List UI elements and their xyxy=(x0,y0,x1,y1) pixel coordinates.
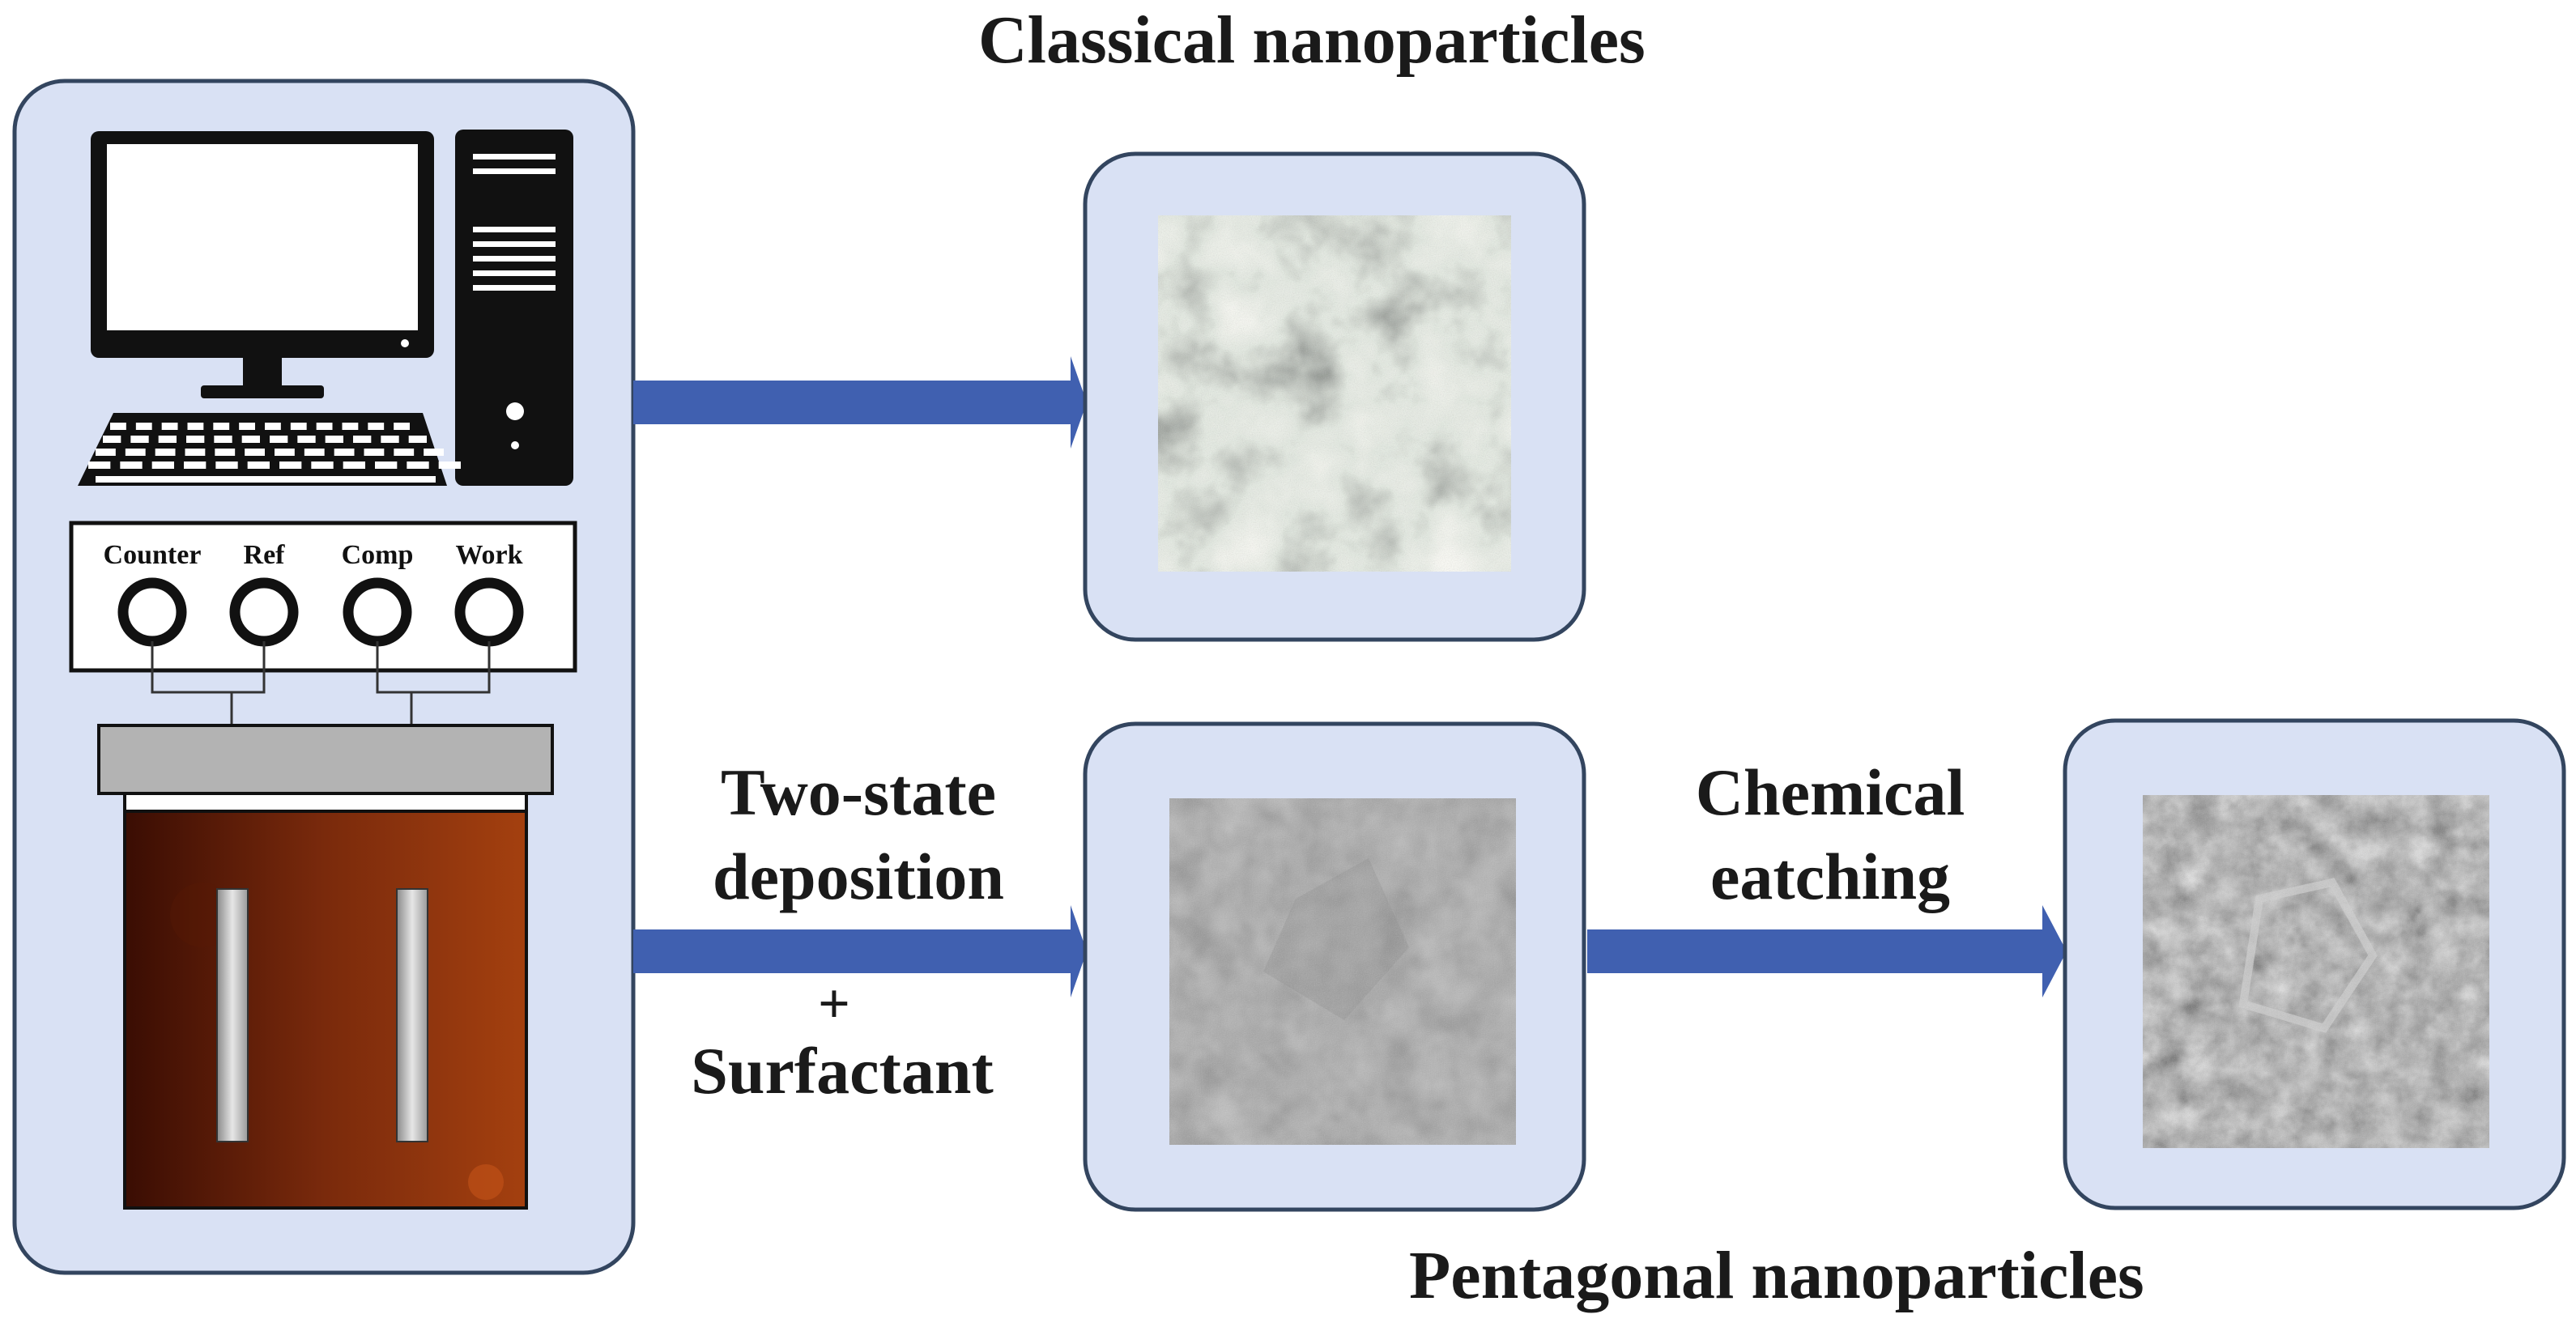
keyboard-key xyxy=(270,436,288,443)
keyboard-key xyxy=(325,436,343,443)
keyboard-key xyxy=(213,423,230,430)
terminal-label-comp: Comp xyxy=(342,540,414,570)
keyboard-key xyxy=(394,449,415,456)
keyboard-key xyxy=(364,449,385,456)
monitor-icon xyxy=(91,131,434,398)
etched-nanoparticles-panel xyxy=(2063,718,2566,1210)
keyboard-key xyxy=(215,461,238,469)
keyboard-key xyxy=(130,436,149,443)
counter-electrode xyxy=(396,888,428,1142)
terminal-label-counter: Counter xyxy=(104,540,202,570)
keyboard-key xyxy=(311,461,334,469)
keyboard-key xyxy=(161,423,178,430)
tower-pc-icon xyxy=(455,130,573,486)
electrochemical-cell-icon xyxy=(97,724,554,1210)
keyboard-key xyxy=(407,461,429,469)
deposition-label-line2: deposition xyxy=(713,840,1004,913)
keyboard-key xyxy=(120,461,143,469)
keyboard-key xyxy=(394,423,410,430)
keyboard-key xyxy=(304,449,325,456)
keyboard-key xyxy=(110,423,126,430)
terminal-label-ref: Ref xyxy=(244,540,286,570)
surfactant-label: Surfactant xyxy=(691,1034,994,1108)
keyboard-key xyxy=(342,423,359,430)
keyboard-key xyxy=(275,449,295,456)
keyboard-key xyxy=(247,461,270,469)
etching-label-line2: eatching xyxy=(1710,840,1951,913)
keyboard-icon xyxy=(78,413,461,486)
keyboard-key xyxy=(125,449,146,456)
pentagonal-title: Pentagonal nanoparticles xyxy=(1409,1238,2144,1313)
keyboard-key xyxy=(334,449,355,456)
keyboard-key xyxy=(245,449,265,456)
keyboard-key xyxy=(239,423,255,430)
keyboard-key xyxy=(103,436,121,443)
keyboard-key xyxy=(214,436,232,443)
keyboard-key xyxy=(297,436,316,443)
keyboard-key xyxy=(184,461,207,469)
keyboard-key xyxy=(158,436,177,443)
pentagonal-nanoparticles-panel xyxy=(1083,721,1586,1212)
keyboard-key xyxy=(438,461,461,469)
classical-title: Classical nanoparticles xyxy=(978,2,1646,78)
keyboard-key xyxy=(343,461,365,469)
terminal-label-work: Work xyxy=(455,540,522,570)
keyboard-key xyxy=(187,423,204,430)
classical-nanoparticles-panel xyxy=(1083,151,1586,642)
keyboard-key xyxy=(375,461,398,469)
keyboard-key xyxy=(155,449,176,456)
keyboard-key xyxy=(151,461,174,469)
keyboard-key xyxy=(96,449,116,456)
keyboard-key xyxy=(353,436,372,443)
arrow-to-classical xyxy=(633,356,1087,449)
keyboard-key xyxy=(368,423,385,430)
arrow-to-etched xyxy=(1587,905,2067,997)
potentiostat-icon: Counter Ref Comp Work xyxy=(69,521,577,673)
deposition-label-line1: Two-state xyxy=(720,755,997,829)
keyboard-key xyxy=(408,436,427,443)
plus-sign: + xyxy=(818,973,850,1036)
keyboard-key xyxy=(265,423,281,430)
working-electrode xyxy=(216,888,249,1142)
arrow-to-pentagonal xyxy=(633,905,1087,997)
etching-label-line1: Chemical xyxy=(1695,755,1965,829)
keyboard-key xyxy=(290,423,307,430)
keyboard-key xyxy=(241,436,260,443)
keyboard-key xyxy=(186,436,205,443)
keyboard-key xyxy=(381,436,399,443)
keyboard-key xyxy=(424,449,444,456)
keyboard-key xyxy=(185,449,206,456)
keyboard-key xyxy=(135,423,152,430)
keyboard-key xyxy=(316,423,333,430)
keyboard-key xyxy=(279,461,302,469)
keyboard-key xyxy=(215,449,236,456)
keyboard-key xyxy=(88,461,111,469)
